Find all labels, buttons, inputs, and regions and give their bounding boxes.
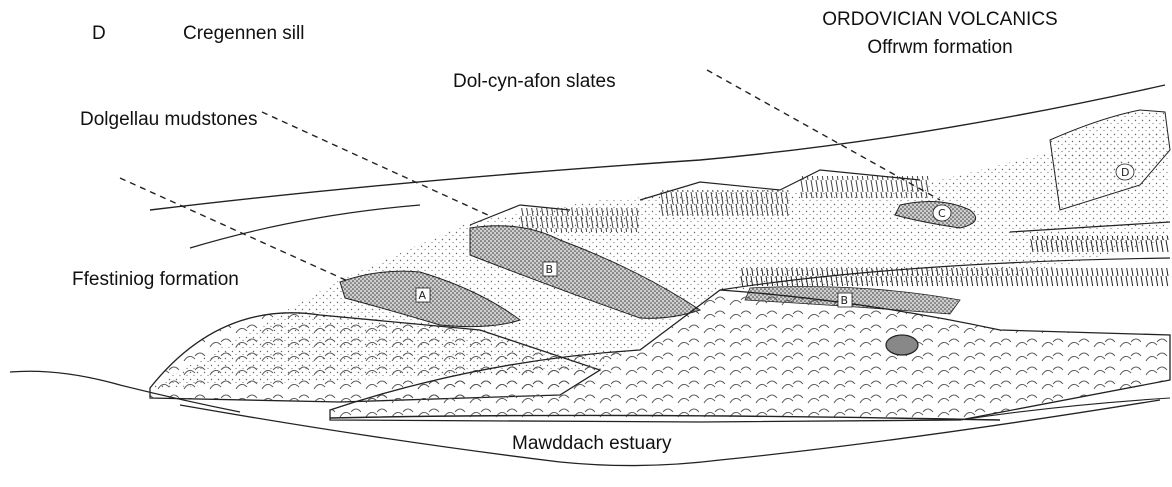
marker-a-text: A xyxy=(419,289,427,302)
label-offrwm-formation: Offrwm formation xyxy=(800,38,1080,57)
hatch-lower-right xyxy=(740,268,1170,286)
crest-hatch-3 xyxy=(800,176,930,198)
marker-b-text: B xyxy=(546,263,554,276)
legend-text: Cregennen sill xyxy=(183,24,304,43)
label-ffestiniog-formation: Ffestiniog formation xyxy=(72,270,239,289)
label-dol-cyn-afon-slates: Dol-cyn-afon slates xyxy=(453,72,616,91)
label-dolgellau-mudstones: Dolgellau mudstones xyxy=(80,110,257,129)
leader-dolcyn xyxy=(262,112,490,216)
leader-dolgellau xyxy=(120,178,350,282)
marker-b: B xyxy=(543,262,557,276)
hatch-upper-right xyxy=(1030,236,1170,252)
marker-b-lower: B xyxy=(838,293,852,307)
legend-letter: D xyxy=(92,24,106,43)
crest-hatch-1 xyxy=(520,208,640,232)
marker-d-text: D xyxy=(1121,166,1129,179)
label-ordovician-volcanics: ORDOVICIAN VOLCANICS xyxy=(800,10,1080,29)
crest-hatch-2 xyxy=(660,190,790,216)
marker-b-lower-text: B xyxy=(841,294,849,307)
marker-c-text: C xyxy=(938,207,946,220)
lower-ridge-line xyxy=(190,205,420,248)
marker-a: A xyxy=(416,288,430,302)
rock-outcrop xyxy=(886,335,918,355)
label-mawddach-estuary: Mawddach estuary xyxy=(512,434,671,453)
marker-c: C xyxy=(933,205,951,221)
marker-d: D xyxy=(1116,164,1134,180)
